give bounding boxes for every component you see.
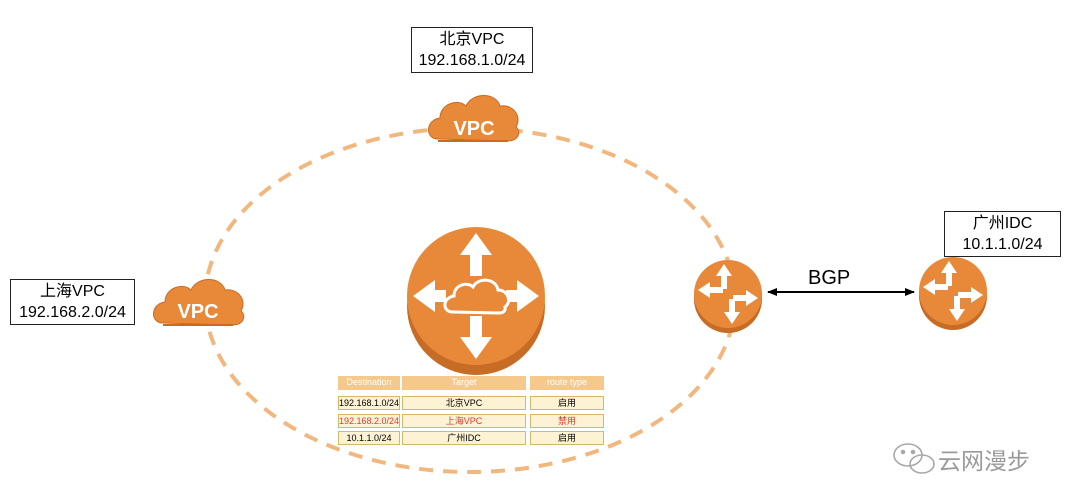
guangzhou-idc-label: 广州IDC 10.1.1.0/24: [944, 211, 1061, 257]
guangzhou-idc-cidr: 10.1.1.0/24: [962, 236, 1043, 253]
guangzhou-idc-name: 广州IDC: [972, 215, 1033, 232]
shanghai-vpc-name: 上海VPC: [40, 283, 105, 300]
route-target: 广州IDC: [402, 431, 526, 445]
route-row-shanghai: 192.168.2.0/24 上海VPC 禁用: [338, 414, 606, 428]
route-destination: 192.168.1.0/24: [338, 396, 400, 410]
shanghai-vpc-cloud-icon: VPC: [153, 279, 245, 326]
route-type: 禁用: [530, 414, 604, 428]
shanghai-vpc-label: 上海VPC 192.168.2.0/24: [10, 279, 135, 325]
beijing-vpc-label: 北京VPC 192.168.1.0/24: [411, 27, 533, 73]
bgp-label: BGP: [808, 267, 851, 289]
header-route-type: route type: [530, 376, 604, 390]
route-destination: 192.168.2.0/24: [338, 414, 400, 428]
route-row-beijing: 192.168.1.0/24 北京VPC 启用: [338, 396, 606, 410]
vpc-side-router-icon: [694, 260, 762, 333]
route-row-guangzhou: 10.1.1.0/24 广州IDC 启用: [338, 431, 606, 445]
route-type: 启用: [530, 396, 604, 410]
shanghai-vpc-cidr: 192.168.2.0/24: [19, 304, 126, 321]
shanghai-vpc-icon-text: VPC: [177, 301, 218, 323]
header-target: Target: [402, 376, 526, 390]
header-destination: Destination: [338, 376, 400, 390]
route-target: 上海VPC: [402, 414, 526, 428]
route-table-header: Destination Target route type: [338, 376, 606, 390]
watermark-text: 云网漫步: [938, 448, 1030, 474]
transit-router-icon: [407, 227, 545, 375]
beijing-vpc-name: 北京VPC: [439, 31, 505, 48]
beijing-vpc-icon-text: VPC: [453, 118, 494, 140]
idc-router-icon: [919, 257, 987, 330]
route-target: 北京VPC: [402, 396, 526, 410]
route-type: 启用: [530, 431, 604, 445]
beijing-vpc-cloud-icon: VPC: [428, 95, 520, 142]
wechat-watermark-icon: [893, 443, 935, 474]
beijing-vpc-cidr: 192.168.1.0/24: [418, 52, 526, 69]
route-destination: 10.1.1.0/24: [338, 431, 400, 445]
